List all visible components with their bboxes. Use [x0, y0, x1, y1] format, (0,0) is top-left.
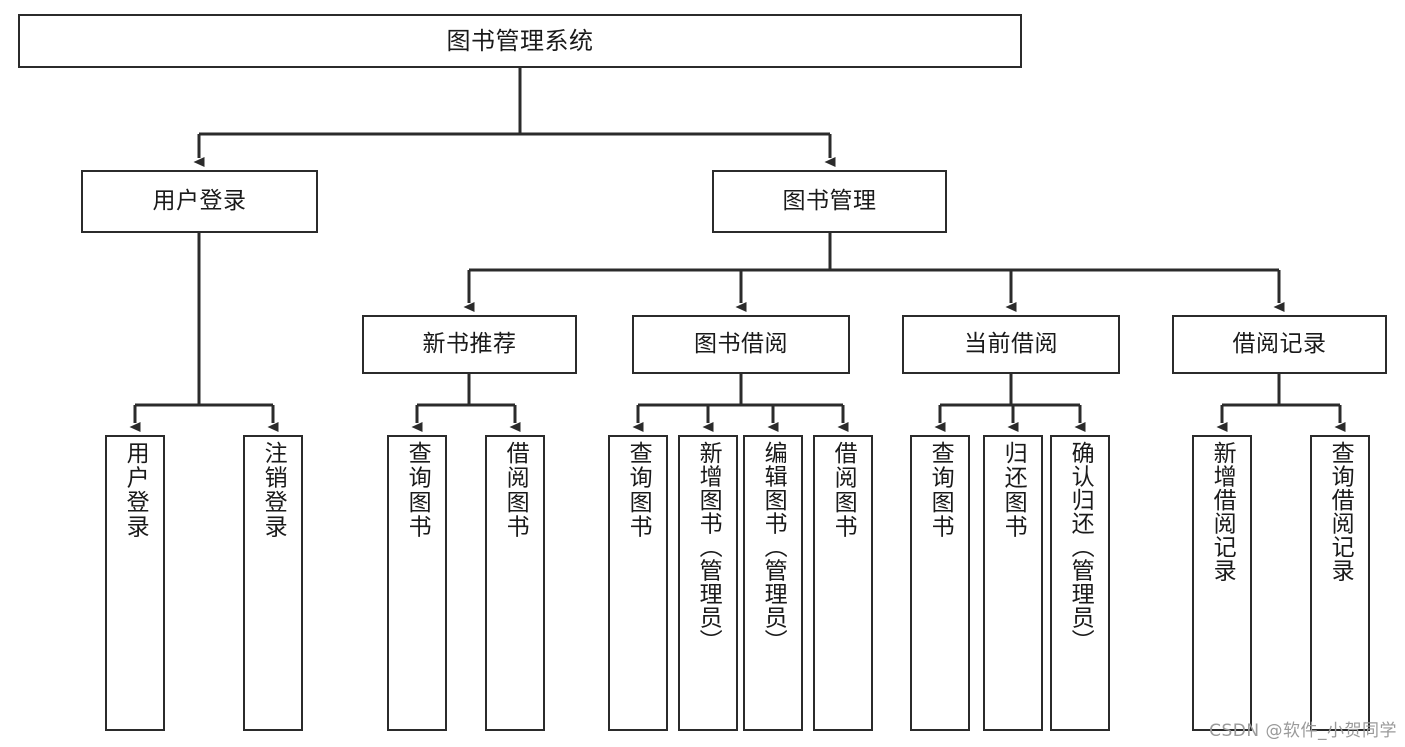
node-label: 用户登录 [122, 441, 149, 539]
watermark-text: CSDN @软件_小贺同学 [1209, 721, 1397, 741]
leaf-node-edit-book-admin[interactable]: 编辑图书（管理员） [743, 435, 803, 731]
node-label: 图书管理 [782, 187, 877, 214]
node-label: 确认归还（管理员） [1067, 441, 1094, 653]
leaf-node-query-borrow-record[interactable]: 查询借阅记录 [1310, 435, 1370, 731]
leaf-node-add-borrow-record[interactable]: 新增借阅记录 [1192, 435, 1252, 731]
node-label: 借阅图书 [830, 441, 857, 539]
leaf-node-borrow-book-recommend[interactable]: 借阅图书 [485, 435, 545, 731]
node-label: 查询图书 [625, 441, 652, 539]
leaf-node-user-login[interactable]: 用户登录 [105, 435, 165, 731]
node-label: 借阅图书 [502, 441, 529, 539]
node-label: 图书管理系统 [446, 26, 594, 55]
node-borrow-record[interactable]: 借阅记录 [1172, 315, 1387, 374]
node-book-borrow[interactable]: 图书借阅 [632, 315, 850, 374]
node-label: 图书借阅 [694, 330, 788, 357]
leaf-node-borrow-book[interactable]: 借阅图书 [813, 435, 873, 731]
leaf-node-add-book-admin[interactable]: 新增图书（管理员） [678, 435, 738, 731]
node-user-login[interactable]: 用户登录 [81, 170, 318, 233]
node-label: 注销登录 [260, 441, 287, 539]
node-root-system[interactable]: 图书管理系统 [18, 14, 1022, 68]
node-label: 新增借阅记录 [1209, 441, 1236, 582]
node-current-borrow[interactable]: 当前借阅 [902, 315, 1120, 374]
node-label: 新增图书（管理员） [695, 441, 722, 653]
node-label: 新书推荐 [422, 330, 517, 357]
node-label: 当前借阅 [964, 330, 1058, 357]
node-label: 编辑图书（管理员） [760, 441, 787, 653]
node-label: 归还图书 [1000, 441, 1027, 539]
leaf-node-confirm-return-admin[interactable]: 确认归还（管理员） [1050, 435, 1110, 731]
node-label: 查询借阅记录 [1327, 441, 1354, 582]
node-label: 借阅记录 [1232, 330, 1327, 357]
leaf-node-query-book-recommend[interactable]: 查询图书 [387, 435, 447, 731]
node-new-book-recommend[interactable]: 新书推荐 [362, 315, 577, 374]
node-label: 用户登录 [152, 187, 247, 214]
leaf-node-return-book[interactable]: 归还图书 [983, 435, 1043, 731]
node-label: 查询图书 [404, 441, 431, 539]
node-label: 查询图书 [927, 441, 954, 539]
leaf-node-query-book-borrow[interactable]: 查询图书 [608, 435, 668, 731]
node-book-manage[interactable]: 图书管理 [712, 170, 947, 233]
leaf-node-query-book-current[interactable]: 查询图书 [910, 435, 970, 731]
leaf-node-logout[interactable]: 注销登录 [243, 435, 303, 731]
